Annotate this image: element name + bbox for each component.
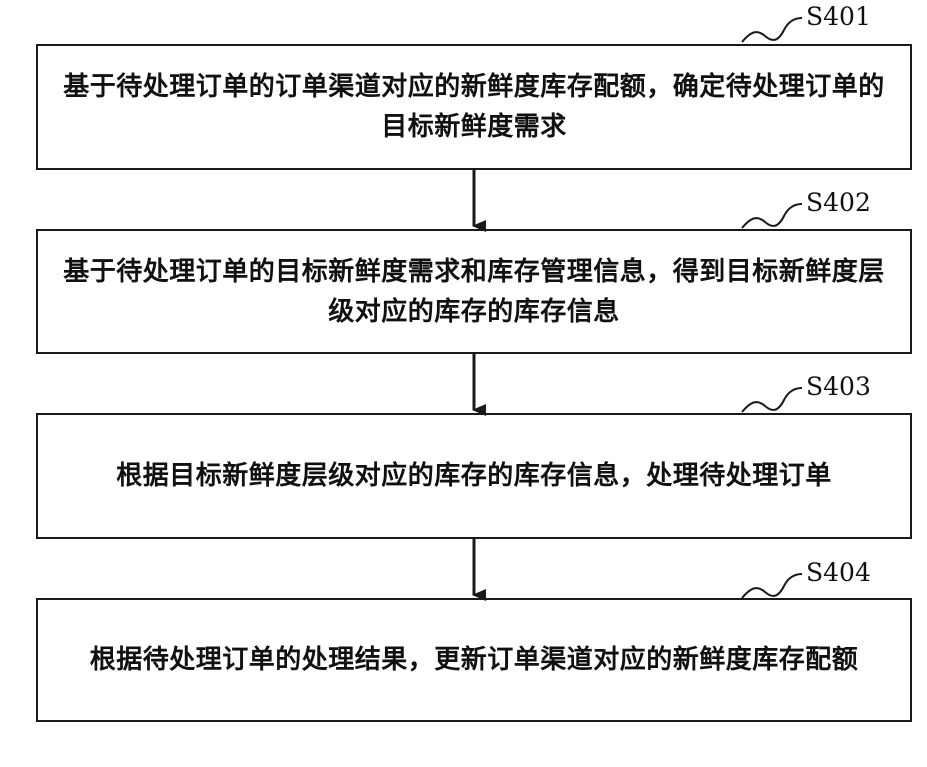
step-text-s402: 基于待处理订单的目标新鲜度需求和库存管理信息，得到目标新鲜度层级对应的库存的库存… [60,252,888,332]
step-box-s403: 根据目标新鲜度层级对应的库存的库存信息，处理待处理订单 [36,413,912,539]
step-text-s401: 基于待处理订单的订单渠道对应的新鲜度库存配额，确定待处理订单的目标新鲜度需求 [60,67,888,147]
label-leader-s403 [742,388,802,412]
step-label-s402: S402 [806,188,871,217]
step-label-s403: S403 [806,372,871,401]
step-text-s404: 根据待处理订单的处理结果，更新订单渠道对应的新鲜度库存配额 [90,640,859,680]
step-box-s404: 根据待处理订单的处理结果，更新订单渠道对应的新鲜度库存配额 [36,598,912,722]
step-label-s404: S404 [806,558,871,587]
label-leader-s402 [742,204,802,228]
label-leader-s401 [742,18,802,42]
step-text-s403: 根据目标新鲜度层级对应的库存的库存信息，处理待处理订单 [116,456,832,496]
step-box-s402: 基于待处理订单的目标新鲜度需求和库存管理信息，得到目标新鲜度层级对应的库存的库存… [36,229,912,354]
step-box-s401: 基于待处理订单的订单渠道对应的新鲜度库存配额，确定待处理订单的目标新鲜度需求 [36,44,912,170]
label-leader-s404 [742,574,802,598]
step-label-s401: S401 [806,2,871,31]
